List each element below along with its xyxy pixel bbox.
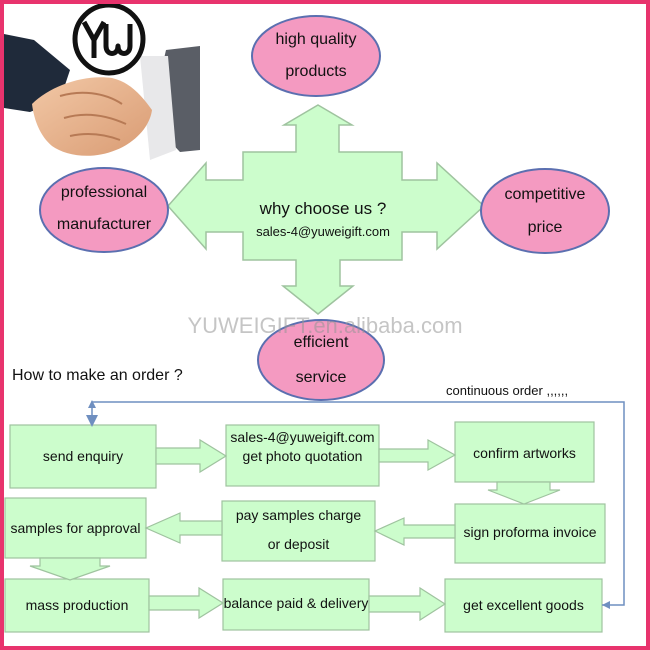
send-enquiry-label: send enquiry [42,448,124,464]
pay-samples-line1: pay samples charge [235,507,362,523]
arrow-samples-to-mass [29,557,111,581]
sign-invoice-box [454,503,606,564]
high-quality-bubble [251,15,381,97]
send-enquiry-box [9,424,157,489]
quote-email-label: sales-4@yuweigift.com [230,429,375,445]
efficient-service-bubble [257,319,385,401]
arrow-balance-to-goods [368,586,447,622]
confirm-artworks-box [454,421,595,483]
samples-approval-box [4,497,147,559]
mass-production-box [4,578,150,633]
professional-manufacturer-bubble [39,167,169,253]
arrow-enquiry-to-quotation [155,438,228,474]
arrow-mass-to-balance [148,586,225,620]
order-heading: How to make an order ? [12,367,183,384]
quote-text-label: get photo quotation [242,448,363,464]
pay-samples-box [221,500,376,562]
arrow-artworks-to-invoice [487,481,561,505]
mass-production-label: mass production [25,597,129,613]
arrow-invoice-to-pay [373,517,456,546]
professional-line1: professional [60,184,148,201]
why-choose-us-cross-arrow [166,104,486,315]
company-logo [72,2,146,76]
excellent-goods-box [444,578,603,633]
efficient-line1: efficient [293,334,349,351]
high-quality-line1: high quality [275,31,357,48]
sign-invoice-label: sign proforma invoice [463,524,597,540]
excellent-goods-label: get excellent goods [463,597,584,613]
competitive-line2: price [527,219,563,236]
competitive-line1: competitive [504,186,586,203]
efficient-line2: service [295,369,347,386]
arrow-pay-to-samples [144,512,223,544]
pay-samples-line2: or deposit [267,536,330,552]
high-quality-line2: products [285,63,347,80]
why-choose-us-title: why choose us ? [259,199,387,218]
arrow-quotation-to-artworks [378,438,457,472]
connector-arrow-into-goods [602,601,610,609]
handshake-image [4,34,200,160]
professional-line2: manufacturer [56,216,152,233]
watermark: YUWEIGIFT.en.alibaba.com [187,313,463,338]
balance-delivery-label: balance paid & delivery [223,595,369,611]
why-choose-us-email: sales-4@yuweigift.com [256,224,390,239]
connector-arrow-up [88,400,96,408]
continuous-order-label: continuous order ,,,,,, [446,383,569,398]
continuous-order-connector [86,401,625,606]
samples-approval-label: samples for approval [10,520,141,536]
confirm-artworks-label: confirm artworks [473,445,576,461]
competitive-price-bubble [480,168,610,254]
balance-delivery-box [222,578,370,631]
